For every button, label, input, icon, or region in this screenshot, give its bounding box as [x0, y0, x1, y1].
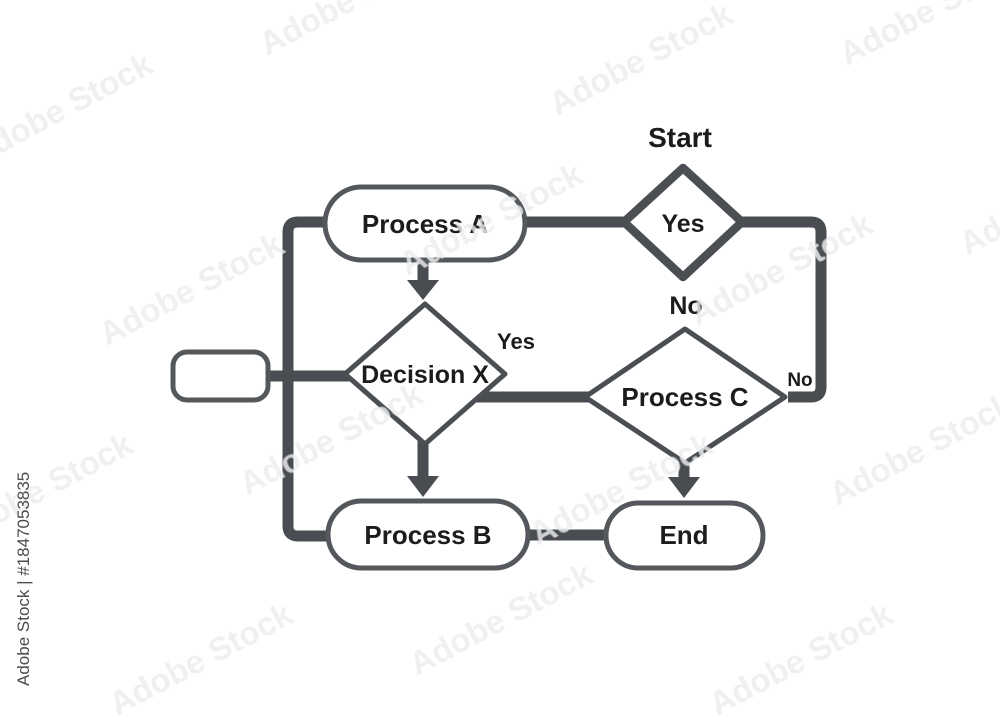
arrowhead-process-c-to-end — [668, 477, 700, 498]
arrowhead-a-to-decision-x — [407, 280, 439, 300]
start-decision-label: Yes — [661, 210, 704, 238]
start-label: Start — [648, 122, 712, 153]
no-branch-label: No — [787, 370, 812, 391]
node-process-b — [325, 498, 531, 571]
node-process-c — [582, 326, 788, 466]
arrowhead-decision-x-to-b — [407, 476, 439, 497]
node-process-a — [322, 184, 528, 263]
flowchart-diagram: Start Yes No Process A Decision X Yes Pr… — [170, 122, 827, 571]
node-end — [603, 500, 766, 571]
process-a-label: Process A — [362, 209, 488, 239]
yes-branch-label: Yes — [497, 329, 535, 354]
connector-start-decision-to-process-c — [734, 216, 827, 403]
decision-x-label: Decision X — [361, 361, 489, 389]
process-c-label: Process C — [621, 382, 748, 412]
node-decision-x — [342, 301, 508, 447]
process-b-label: Process B — [364, 520, 491, 550]
end-label: End — [659, 520, 708, 550]
node-left-terminal — [170, 349, 271, 403]
no-after-start-label: No — [669, 292, 702, 320]
node-start-decision — [619, 163, 747, 282]
